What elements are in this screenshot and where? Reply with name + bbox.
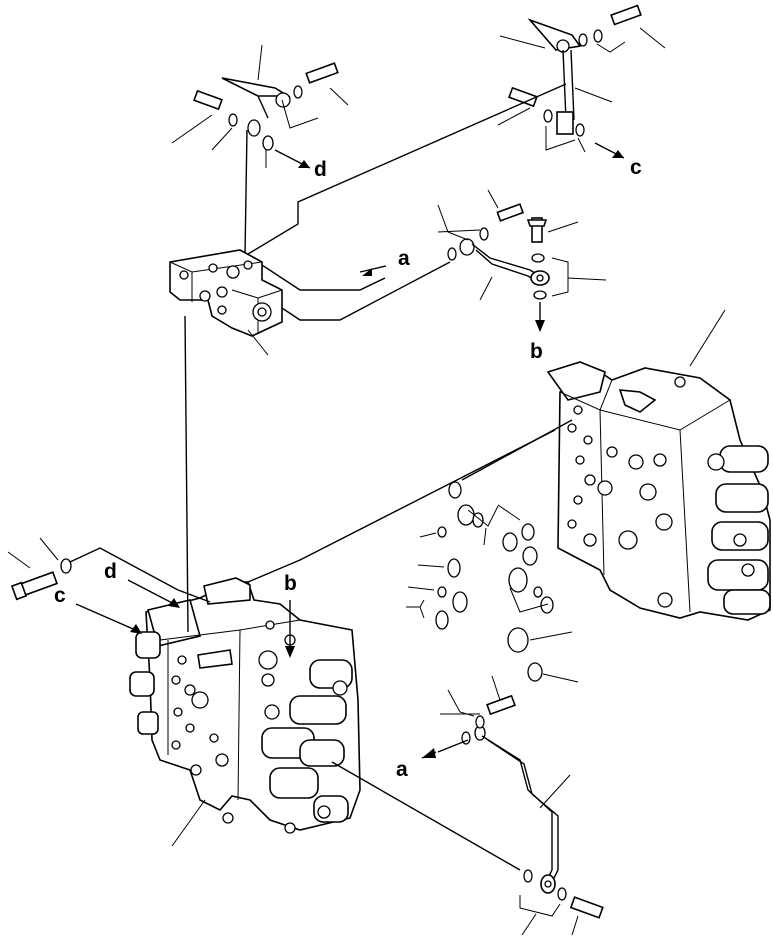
control-valve-left	[129, 577, 361, 847]
bracket-top-right	[497, 4, 666, 159]
label-c-top: c	[630, 156, 642, 179]
hose-a-bottom	[421, 675, 604, 936]
seal-rings	[406, 419, 579, 683]
label-d-left: d	[104, 560, 117, 583]
label-c-left: c	[54, 584, 66, 607]
hose-a-top	[437, 189, 607, 332]
bolt-left-valve	[7, 537, 211, 603]
control-valve-right	[546, 309, 771, 621]
label-a-bottom: a	[396, 758, 408, 781]
label-d-top: d	[314, 158, 327, 181]
label-b-top: b	[530, 340, 543, 363]
bracket-top-left	[171, 44, 349, 256]
manifold-block	[169, 249, 283, 356]
label-a-top: a	[398, 247, 410, 270]
label-b-left: b	[284, 572, 297, 595]
